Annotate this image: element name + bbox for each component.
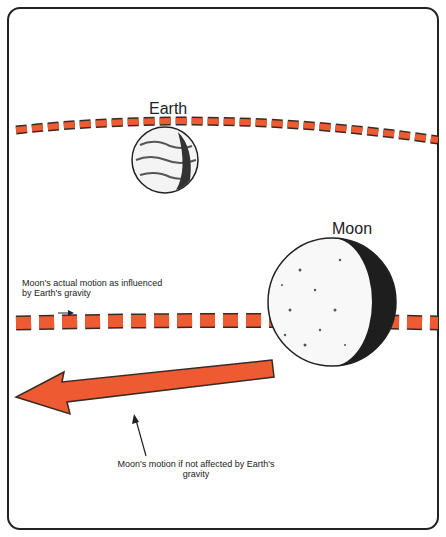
annotation-text: Moon's motion if not affected by Earth's…: [108, 459, 284, 480]
moon-node: Moon: [332, 220, 372, 238]
moon-globe: [268, 238, 396, 366]
body-label: Moon: [332, 220, 372, 238]
orbit-path: [16, 121, 438, 140]
leader-arrow: [58, 310, 74, 316]
annotation-text: Moon's actual motion as influenced by Ea…: [22, 278, 172, 299]
frame: [8, 8, 438, 529]
planet-node: Earth: [149, 100, 187, 118]
earth-globe: [132, 127, 198, 193]
leader-arrow: [132, 414, 146, 456]
tangent-arrow: [16, 360, 274, 414]
body-label: Earth: [149, 100, 187, 118]
orbit-path: [16, 121, 438, 140]
